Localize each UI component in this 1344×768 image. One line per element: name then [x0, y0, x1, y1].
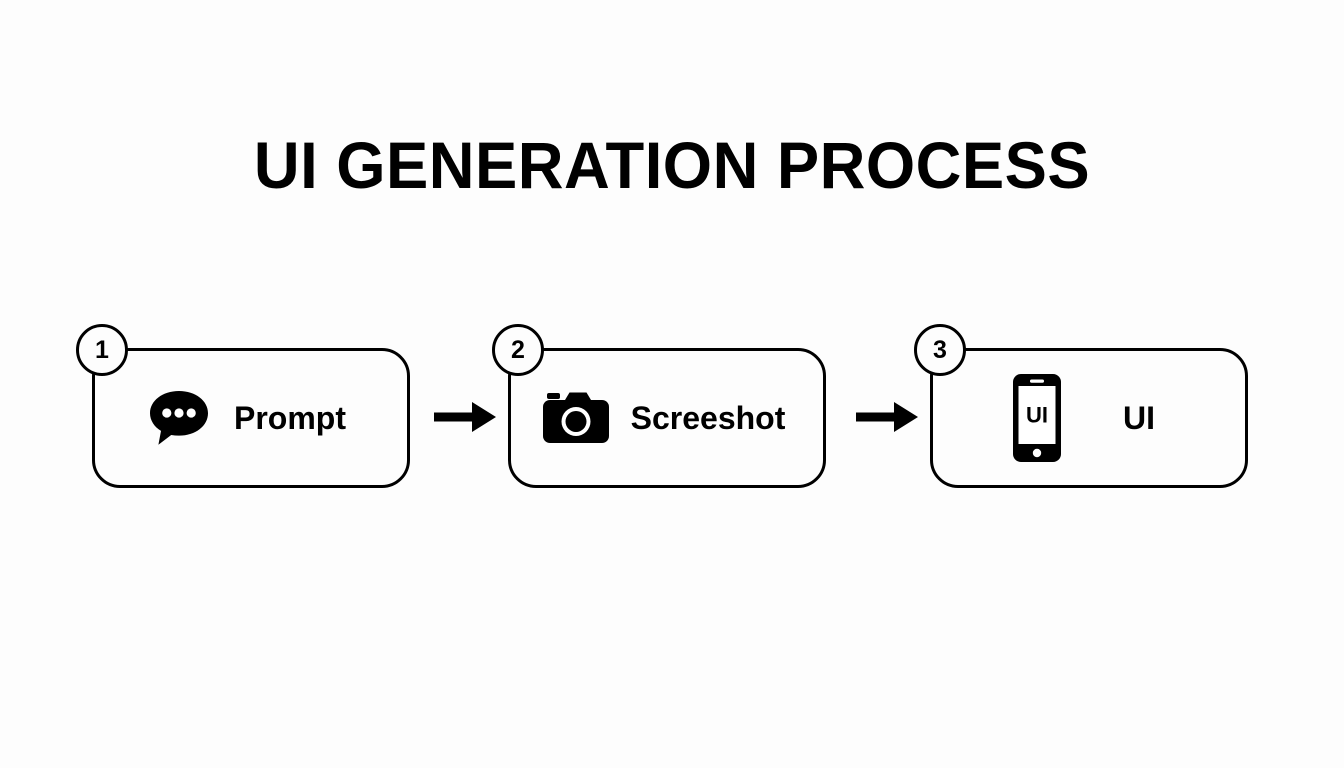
process-flow: Prompt 1	[0, 324, 1344, 488]
step-content: UI UI	[930, 348, 1248, 488]
smartphone-icon: UI	[1013, 374, 1061, 462]
step-box-outline	[930, 348, 1248, 488]
step-label: UI	[1123, 400, 1155, 436]
arrow-step1-to-step2	[434, 400, 496, 434]
step-number-badge: 3	[914, 324, 966, 376]
step-box-outline	[508, 348, 826, 488]
flow-step-ui[interactable]: UI UI 3	[914, 324, 1248, 488]
arrow-step2-to-step3	[856, 400, 918, 434]
step-box-outline	[92, 348, 410, 488]
step-content: Prompt	[92, 348, 410, 488]
step-content: Screeshot	[508, 348, 826, 488]
step-number-badge: 2	[492, 324, 544, 376]
camera-icon	[542, 389, 609, 447]
flow-step-screenshot[interactable]: Screeshot 2	[492, 324, 826, 488]
flow-step-prompt[interactable]: Prompt 1	[76, 324, 410, 488]
step-label: Screeshot	[630, 400, 786, 436]
speech-bubble-dots-icon	[148, 389, 210, 447]
step-number-badge: 1	[76, 324, 128, 376]
page-title: UI GENERATION PROCESS	[253, 128, 1091, 202]
smartphone-screen-label: UI	[1026, 403, 1048, 428]
step-label: Prompt	[234, 400, 346, 436]
